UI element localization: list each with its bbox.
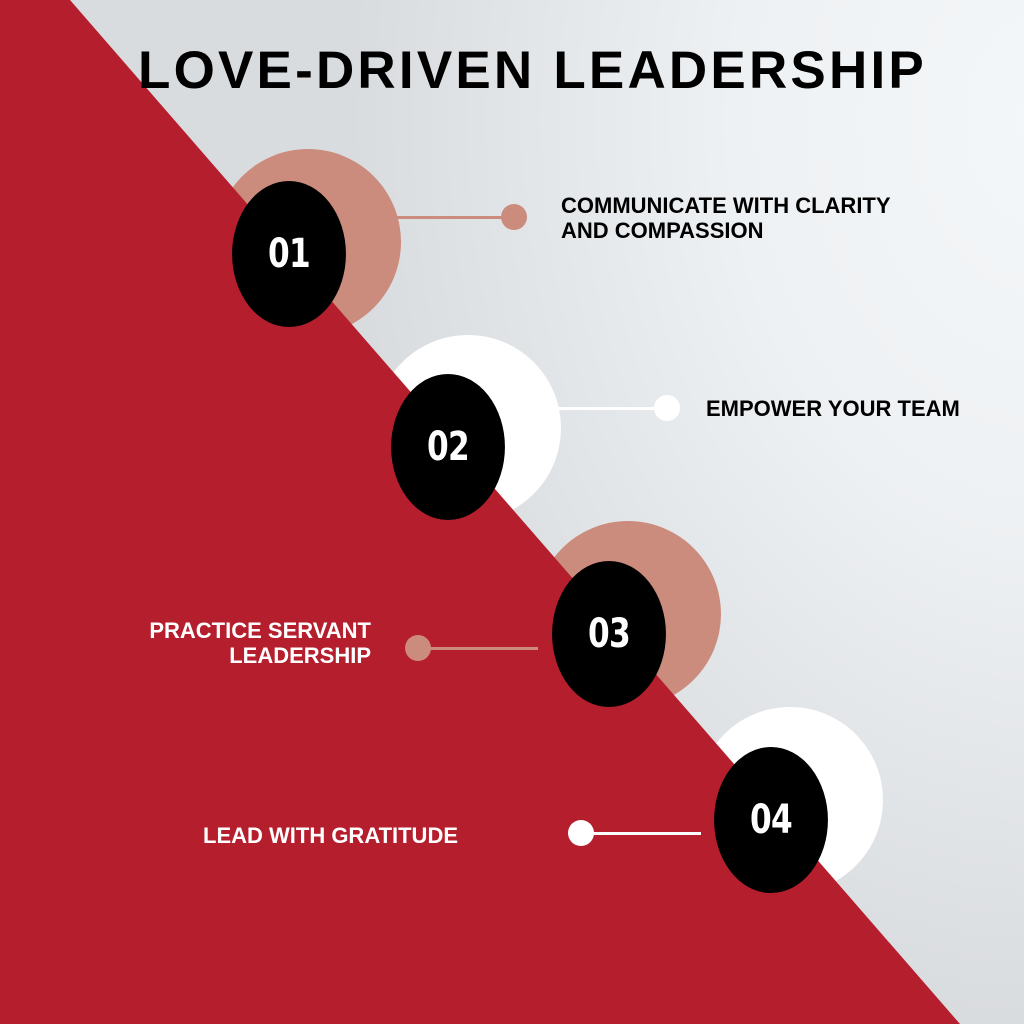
step-2-connector — [555, 407, 667, 410]
step-3-connector — [418, 647, 538, 650]
step-1-dot — [501, 204, 527, 230]
step-4-dot — [568, 820, 594, 846]
step-1-label-line2: AND COMPASSION — [561, 218, 764, 243]
step-2-label: EMPOWER YOUR TEAM — [706, 396, 960, 421]
step-4-connector — [581, 832, 701, 835]
step-1-number-badge: 01 — [232, 181, 346, 327]
step-4-label: LEAD WITH GRATITUDE — [203, 823, 458, 848]
step-3-dot — [405, 635, 431, 661]
step-2-dot — [654, 395, 680, 421]
step-1-label: COMMUNICATE WITH CLARITY AND COMPASSION — [561, 193, 891, 243]
step-1-connector — [397, 216, 514, 219]
step-2-number-badge: 02 — [391, 374, 505, 520]
step-4-number-badge: 04 — [714, 747, 828, 893]
step-1-label-line1: COMMUNICATE WITH CLARITY — [561, 193, 891, 218]
page-title: LOVE-DRIVEN LEADERSHIP — [138, 41, 927, 100]
step-3-label: PRACTICE SERVANT LEADERSHIP — [149, 618, 371, 668]
step-3-label-line1: PRACTICE SERVANT — [149, 618, 371, 643]
step-2-label-line1: EMPOWER YOUR TEAM — [706, 396, 960, 421]
step-3-label-line2: LEADERSHIP — [229, 643, 371, 668]
step-4-label-line1: LEAD WITH GRATITUDE — [203, 823, 459, 848]
step-3-number-badge: 03 — [552, 561, 666, 707]
